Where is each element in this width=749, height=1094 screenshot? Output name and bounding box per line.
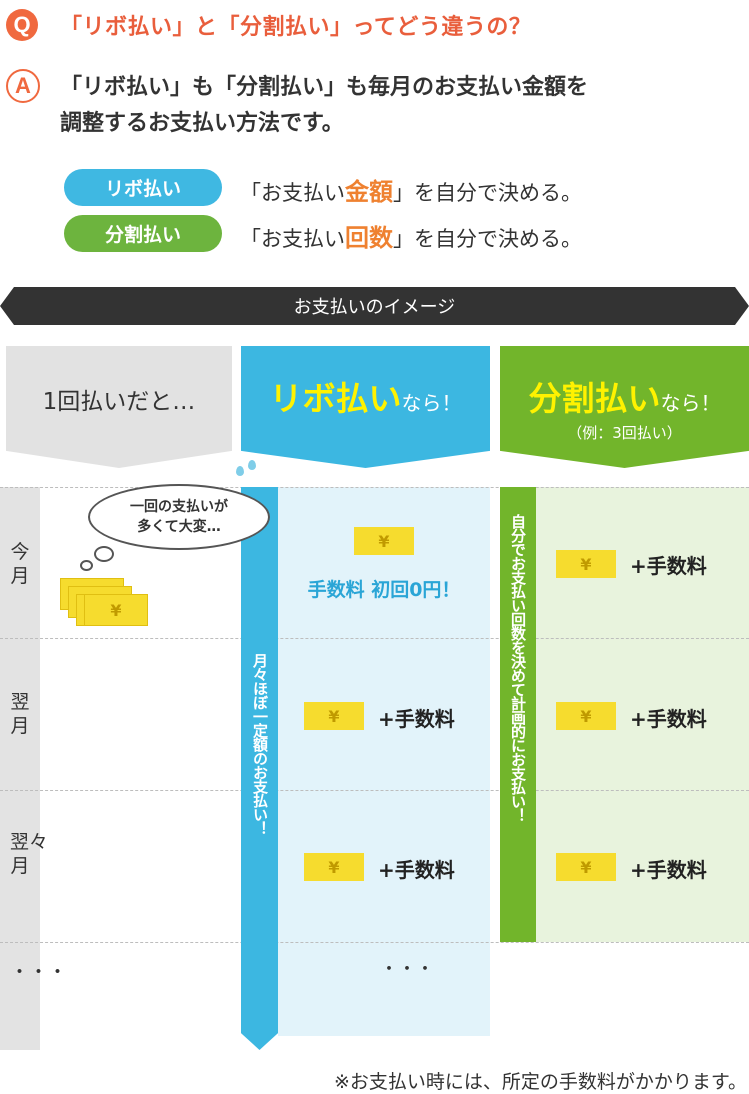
fee-label: +手数料	[630, 707, 707, 731]
answer-line-1: 「リボ払い」も「分割払い」も毎月のお支払い金額を	[60, 75, 589, 100]
yen-bill: ¥	[354, 527, 414, 555]
question-badge: Q	[6, 9, 38, 41]
thought-bubble: 一回の支払いが 多くて大変…	[88, 484, 270, 550]
ribo-continues: ・・・	[380, 960, 434, 980]
ribo-title: リボ払いなら！	[241, 372, 490, 420]
fee-label: +手数料	[378, 858, 455, 882]
bubble-line-1: 一回の支払いが	[130, 499, 228, 515]
bunkatsu-strip-text: 自分でお支払い回数を決めて計画的にお支払い！	[509, 514, 527, 822]
answer-text: 「リボ払い」も「分割払い」も毎月のお支払い金額を 調整するお支払い方法です。	[60, 70, 588, 142]
answer-badge: A	[6, 69, 40, 103]
ribo-title-main: リボ払い	[269, 379, 402, 418]
fee-label: +手数料	[630, 858, 707, 882]
ribo-first-fee-note: 手数料 初回0円！	[307, 579, 461, 601]
row-divider	[0, 487, 749, 488]
ribo-title-suffix: なら！	[401, 391, 462, 415]
ribo-pill: リボ払い	[64, 169, 222, 206]
bunkatsu-title-suffix: なら！	[660, 391, 721, 415]
once-column-header: 1回払いだと…	[6, 346, 232, 468]
payment-image-banner: お支払いのイメージ	[0, 287, 749, 325]
fee-label: +手数料	[630, 554, 707, 578]
bunkatsu-title: 分割払いなら！	[500, 372, 749, 420]
ribo-strip	[241, 487, 278, 1050]
answer-line-2: 調整するお支払い方法です。	[60, 111, 344, 136]
month-this: 今月	[10, 541, 30, 587]
month-more: ・・・	[10, 961, 68, 983]
ribo-def-pre: 「お支払い	[240, 181, 345, 205]
bunkatsu-def-highlight: 回数	[345, 224, 393, 252]
yen-bill: ¥	[556, 702, 616, 730]
bunkatsu-title-main: 分割払い	[528, 379, 661, 418]
yen-bill: ¥	[304, 853, 364, 881]
ribo-def-highlight: 金額	[345, 178, 393, 206]
month-after-next: 翌々月	[10, 831, 49, 877]
question-text: 「リボ払い」と「分割払い」ってどう違うの？	[60, 15, 532, 40]
sweat-drop-icon	[236, 466, 244, 476]
ribo-definition: 「お支払い金額」を自分で決める。	[240, 172, 582, 207]
ribo-def-post: 」を自分で決める。	[393, 181, 582, 205]
bunkatsu-pill: 分割払い	[64, 215, 222, 252]
yen-bill: ¥	[556, 550, 616, 578]
footnote: ※お支払い時には、所定の手数料がかかります。	[333, 1071, 747, 1093]
yen-bill: ¥	[84, 594, 148, 626]
bubble-line-2: 多くて大変…	[137, 519, 221, 535]
bunkatsu-def-post: 」を自分で決める。	[393, 227, 582, 251]
bunkatsu-subtitle: （例：3回払い）	[567, 424, 682, 442]
bunkatsu-strip	[500, 487, 536, 942]
ribo-body	[278, 487, 490, 1036]
bunkatsu-def-pre: 「お支払い	[240, 227, 345, 251]
bunkatsu-definition: 「お支払い回数」を自分で決める。	[240, 218, 582, 253]
once-title: 1回払いだと…	[42, 389, 196, 415]
month-next: 翌月	[10, 691, 30, 737]
ribo-column-header: リボ払いなら！	[241, 346, 490, 468]
month-column	[0, 487, 40, 1050]
row-divider	[0, 942, 749, 943]
thought-dot	[80, 560, 93, 571]
ribo-strip-text: 月々ほぼ一定額のお支払い！	[251, 653, 269, 835]
row-divider	[0, 790, 749, 791]
sweat-drop-icon	[248, 460, 256, 470]
yen-bill: ¥	[556, 853, 616, 881]
row-divider	[0, 638, 749, 639]
yen-bill: ¥	[304, 702, 364, 730]
bunkatsu-column-header: 分割払いなら！ （例：3回払い）	[500, 346, 749, 468]
fee-label: +手数料	[378, 707, 455, 731]
thought-dot	[94, 546, 114, 562]
